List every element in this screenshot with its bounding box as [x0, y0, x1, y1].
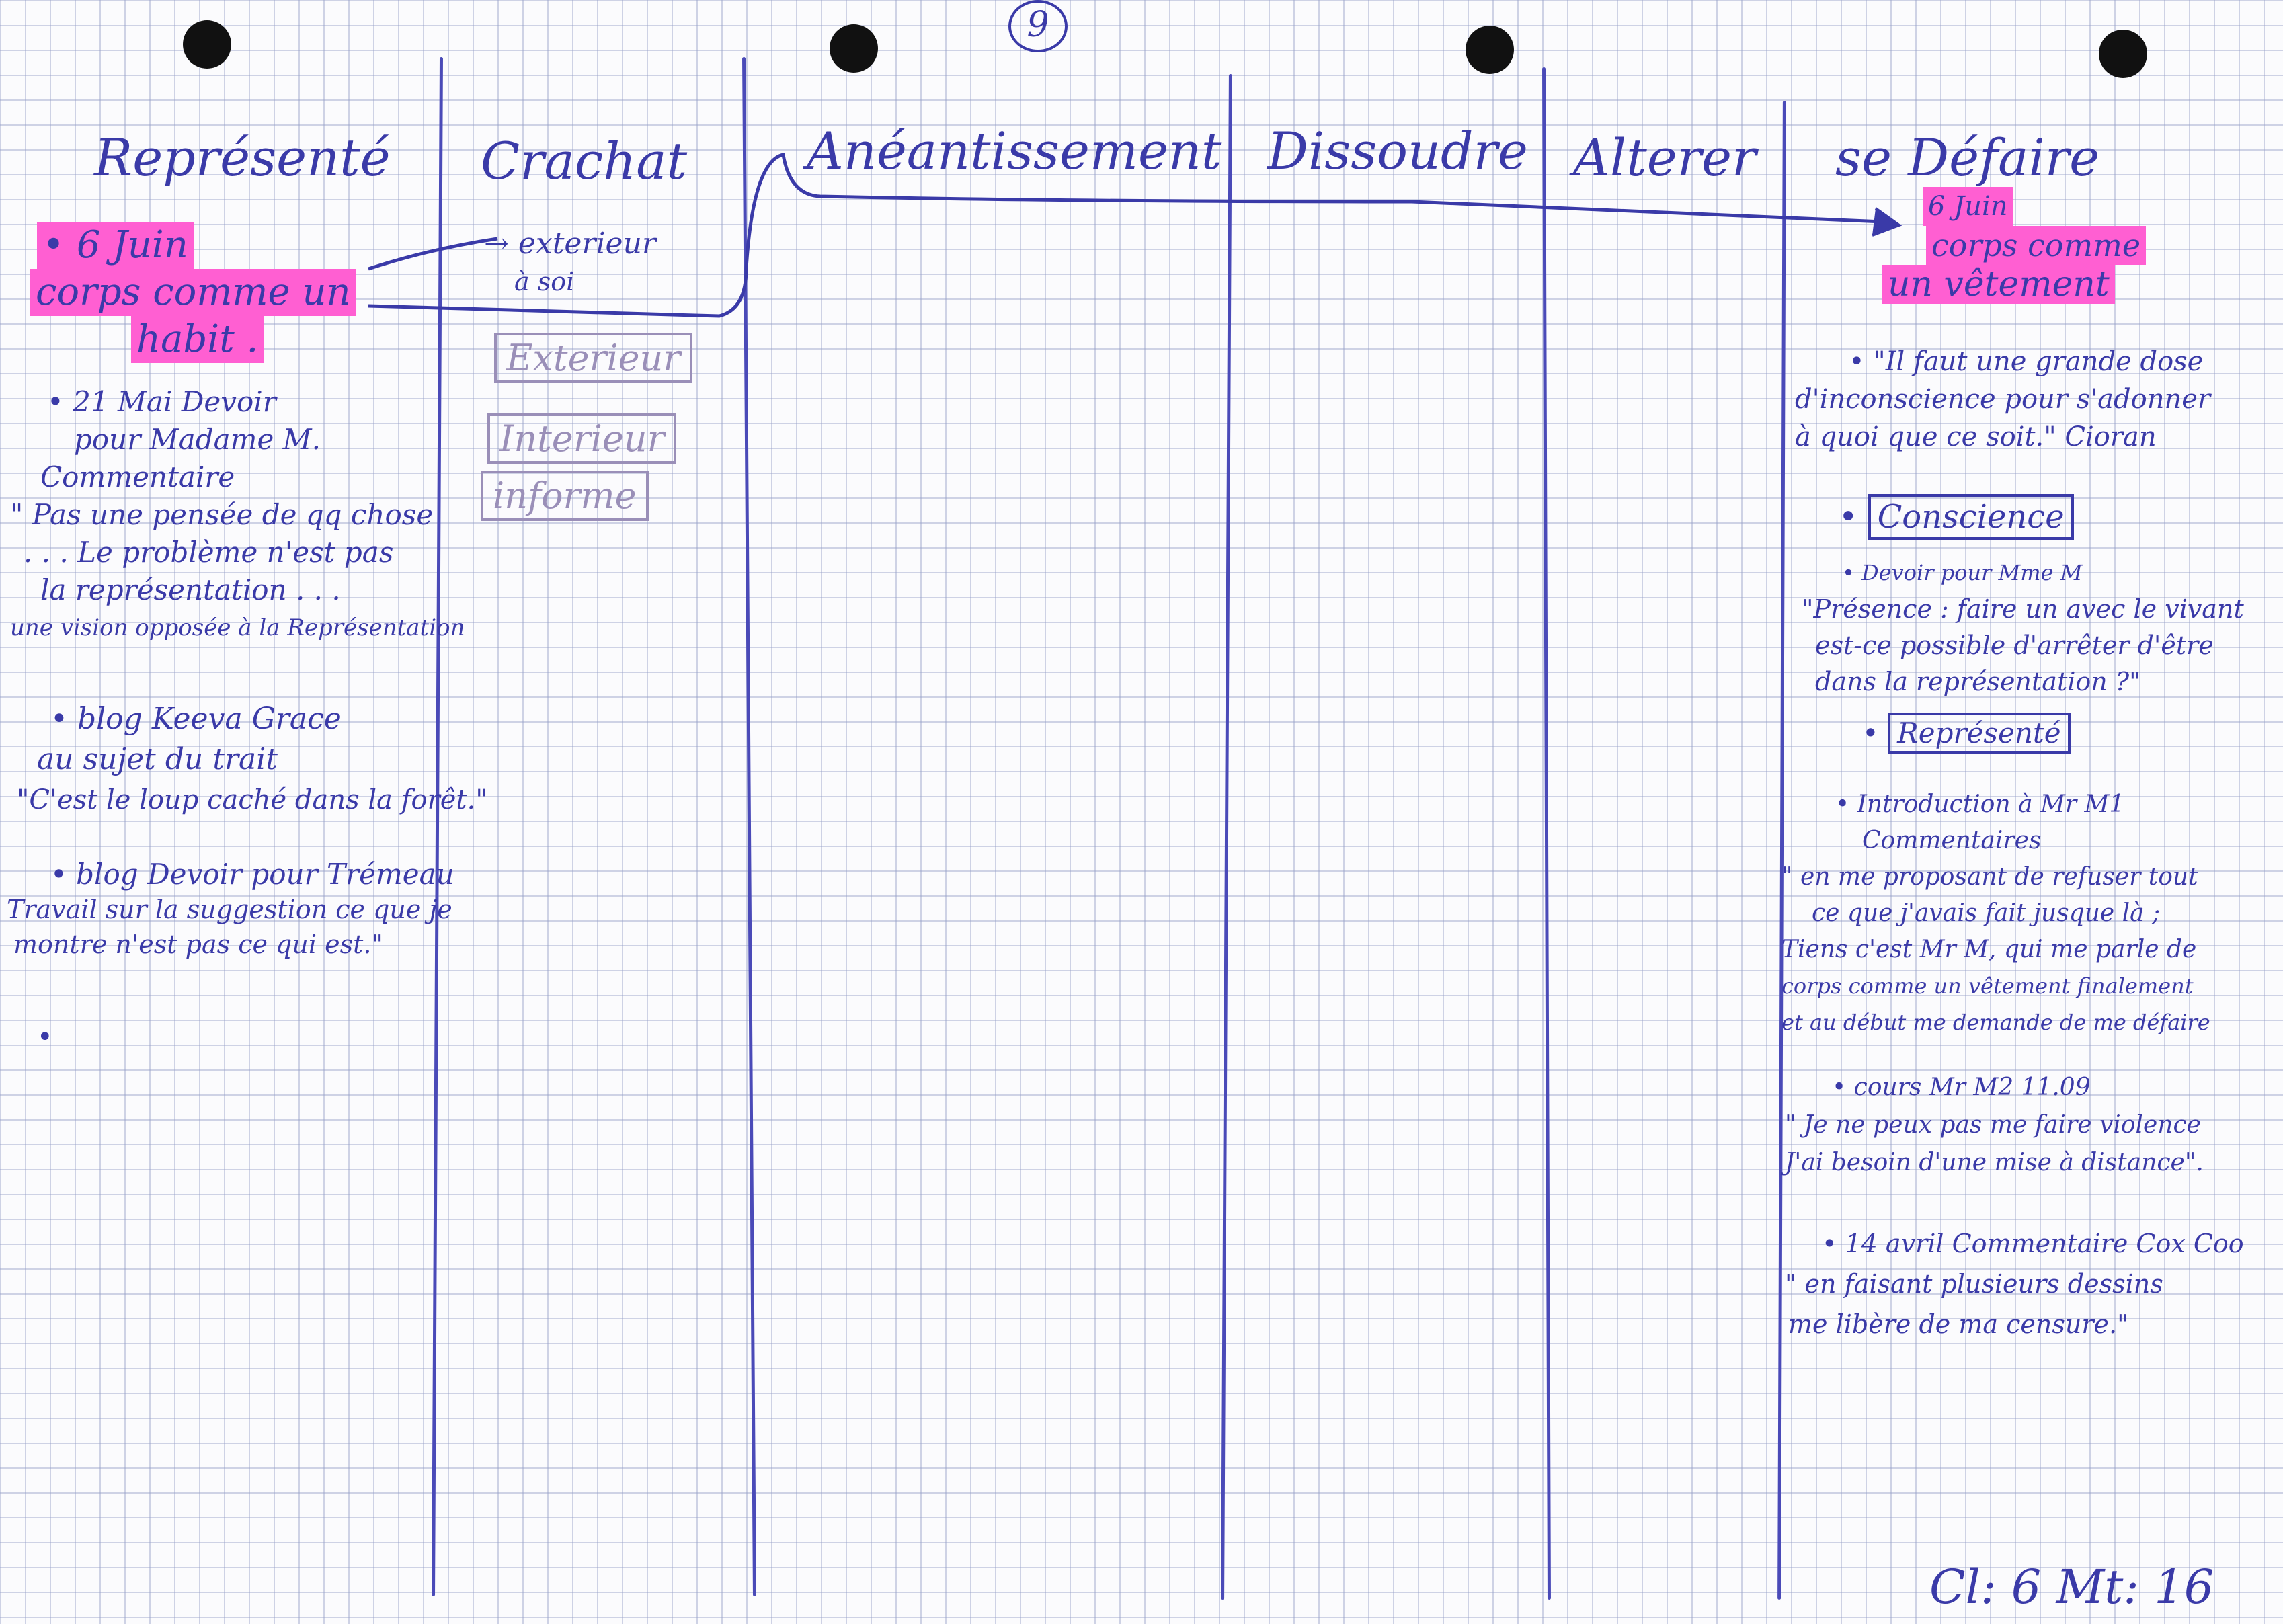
note-line: " en faisant plusieurs dessins: [1785, 1269, 2163, 1299]
note-line: Tiens c'est Mr M, qui me parle de: [1781, 936, 2197, 963]
binder-hole: [1466, 26, 1514, 74]
note-line: pour Madame M.: [74, 423, 321, 456]
arrowhead: [1872, 207, 1902, 237]
highlight-line: un vêtement: [1882, 265, 2115, 304]
highlight-line: 6 Juin: [1923, 187, 2013, 226]
column-header-aneantissement: Anéantissement: [807, 121, 1222, 181]
binder-hole: [830, 24, 878, 73]
highlight-line: habit .: [131, 316, 264, 363]
arrow-to-exterieur: [368, 237, 498, 271]
note-line: montre n'est pas ce qui est.": [13, 930, 383, 959]
represente-note-2: • blog Keeva Grace au sujet du trait "C'…: [17, 699, 488, 820]
footer-marks: Cl: 6 Mt: 16: [1929, 1559, 2214, 1615]
note-line: d'inconscience pour s'adonner: [1795, 384, 2211, 415]
note-line: "Présence : faire un avec le vivant: [1802, 594, 2244, 624]
note-line: Commentaire: [40, 460, 235, 493]
column-header-se-defaire: se Défaire: [1835, 128, 2100, 188]
se-defaire-note-3: • Introduction à Mr M1 Commentaires " en…: [1781, 786, 2210, 1041]
note-line: corps comme un vêtement finalement: [1781, 973, 2194, 999]
se-defaire-highlight: 6 Juin corps comme un vêtement: [1882, 185, 2147, 304]
note-line: . . . Le problème n'est pas: [24, 536, 394, 569]
note-line: dans la représentation ?": [1815, 667, 2141, 696]
highlight-line: corps comme: [1926, 226, 2147, 265]
se-defaire-boxed-conscience: • Conscience: [1839, 494, 2074, 540]
note-line: à quoi que ce soit." Cioran: [1795, 421, 2157, 452]
represente-note-3: • blog Devoir pour Trémeau Travail sur l…: [7, 857, 454, 962]
binder-hole: [2099, 30, 2147, 78]
se-defaire-note-4: • cours Mr M2 11.09 " Je ne peux pas me …: [1785, 1069, 2204, 1182]
note-line: me libère de ma censure.": [1788, 1309, 2129, 1339]
se-defaire-note-5: • 14 avril Commentaire Cox Coo " en fais…: [1785, 1223, 2244, 1344]
boxed-word: Conscience: [1868, 494, 2074, 540]
note-line: une vision opposée à la Représentation: [10, 614, 465, 641]
note-line: •: [37, 1022, 53, 1053]
note-line: est-ce possible d'arrêter d'être: [1815, 631, 2214, 660]
page-number: 9: [1008, 0, 1068, 52]
boxed-word: Représenté: [1888, 713, 2071, 754]
note-line: • blog Keeva Grace: [50, 702, 342, 736]
arrow-to-se-defaire: [368, 152, 1883, 318]
se-defaire-boxed-represente: • Représenté: [1862, 713, 2071, 754]
crachat-box-informe: informe: [481, 471, 649, 521]
note-line: " Je ne peux pas me faire violence: [1785, 1111, 2201, 1139]
column-header-alterer: Alterer: [1573, 128, 1757, 188]
note-line: Commentaires: [1862, 827, 2042, 854]
represente-highlight: • 6 Juin corps comme un habit .: [30, 222, 356, 363]
note-line: au sujet du trait: [37, 742, 278, 776]
note-line: • Introduction à Mr M1: [1835, 790, 2125, 818]
represente-note-4: •: [37, 1022, 53, 1053]
column-header-represente: Représenté: [94, 128, 391, 188]
highlight-line: corps comme un: [30, 269, 356, 316]
highlight-line: • 6 Juin: [37, 222, 194, 269]
note-line: • cours Mr M2 11.09: [1832, 1073, 2091, 1101]
binder-hole: [183, 20, 231, 69]
note-line: la représentation . . .: [40, 573, 341, 606]
note-line: et au début me demande de me défaire: [1781, 1010, 2210, 1035]
crachat-box-interieur: Interieur: [487, 413, 677, 464]
column-header-dissoudre: Dissoudre: [1267, 121, 1528, 181]
se-defaire-note-2: • Devoir pour Mme M "Présence : faire un…: [1802, 555, 2244, 700]
note-line: "C'est le loup caché dans la forêt.": [17, 784, 488, 815]
note-line: " en me proposant de refuser tout: [1781, 863, 2198, 891]
column-header-crachat: Crachat: [481, 131, 688, 191]
note-line: • Devoir pour Mme M: [1842, 560, 2083, 585]
note-line: → exterieur: [484, 227, 656, 261]
note-line: • "Il faut une grande dose: [1849, 346, 2204, 377]
note-line: " Pas une pensée de qq chose: [10, 498, 434, 531]
note-line: • blog Devoir pour Trémeau: [50, 858, 454, 891]
note-line: J'ai besoin d'une mise à distance".: [1785, 1149, 2204, 1176]
se-defaire-note-1: • "Il faut une grande dose d'inconscienc…: [1795, 343, 2210, 456]
note-line: • 21 Mai Devoir: [47, 385, 276, 418]
note-line: ce que j'avais fait jusque là ;: [1812, 899, 2161, 927]
represente-note-1: • 21 Mai Devoir pour Madame M. Commentai…: [10, 383, 465, 647]
crachat-arrow-note: → exterieur à soi: [484, 225, 656, 300]
note-line: Travail sur la suggestion ce que je: [7, 895, 452, 924]
note-line: • 14 avril Commentaire Cox Coo: [1822, 1229, 2244, 1258]
note-line: à soi: [514, 267, 575, 296]
crachat-box-exterieur: Exterieur: [494, 333, 693, 383]
